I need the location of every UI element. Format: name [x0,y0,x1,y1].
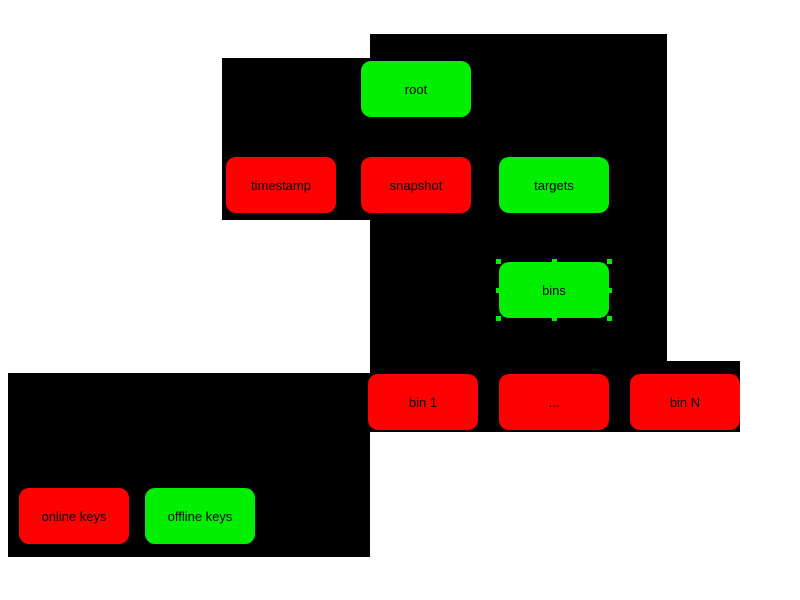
node-targets[interactable]: targets [499,157,609,213]
node-label-bin-n: bin N [669,394,701,410]
node-bin-n[interactable]: bin N [630,374,740,430]
node-online-keys[interactable]: online keys [19,488,129,544]
node-label-targets: targets [534,177,574,193]
node-snapshot[interactable]: snapshot [361,157,471,213]
node-bin-1[interactable]: bin 1 [368,374,478,430]
node-label-snapshot: snapshot [389,177,443,193]
node-label-online-keys: online keys [41,508,107,524]
node-label-root: root [404,81,428,97]
node-root[interactable]: root [361,61,471,117]
node-label-timestamp: timestamp [251,177,311,193]
node-bins[interactable]: bins [496,259,612,321]
node-bin-ellipsis[interactable]: ... [499,374,609,430]
node-label-bin-ellipsis: ... [548,394,560,410]
node-label-bins: bins [542,282,566,298]
node-label-bin-1: bin 1 [408,394,438,410]
node-offline-keys[interactable]: offline keys [145,488,255,544]
node-timestamp[interactable]: timestamp [226,157,336,213]
node-label-offline-keys: offline keys [167,508,233,524]
